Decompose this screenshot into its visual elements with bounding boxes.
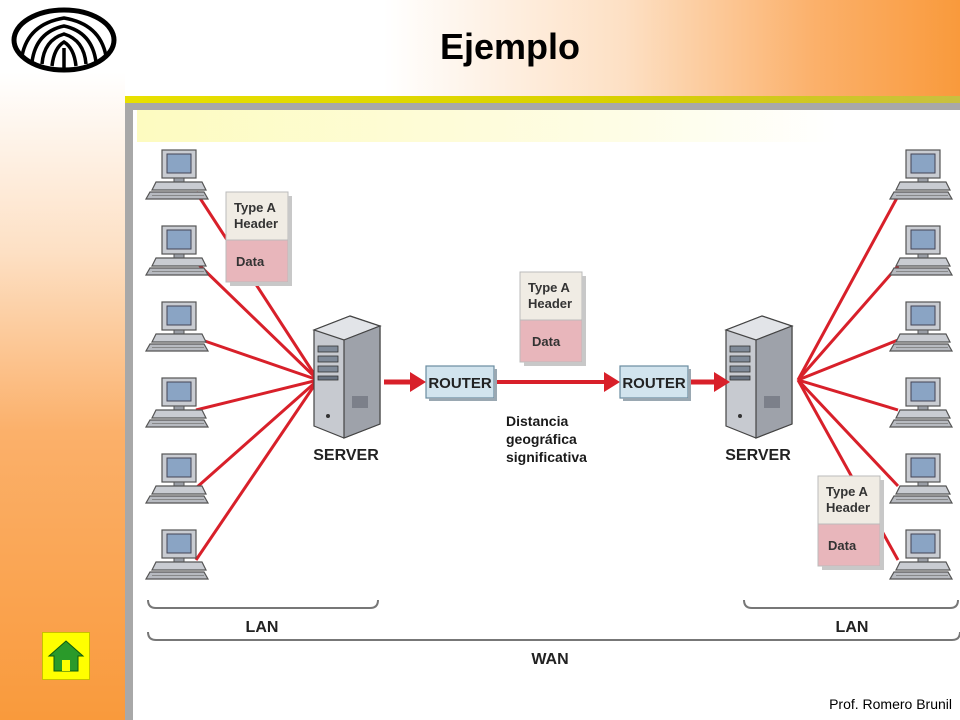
lan-wan-brackets <box>147 599 960 641</box>
computer-icon <box>889 453 953 504</box>
computer-icon <box>889 225 953 276</box>
computer-icon <box>145 225 209 276</box>
left-gradient-band <box>0 0 125 720</box>
left-server-icon <box>313 315 381 439</box>
packet-header-line2: Header <box>234 216 278 231</box>
university-logo-icon <box>11 7 117 73</box>
computer-icon <box>145 301 209 352</box>
right-lan-label: LAN <box>836 619 869 636</box>
distance-note-line: Distancia <box>506 413 569 429</box>
home-button[interactable] <box>42 632 90 680</box>
packet-data-label: Data <box>532 334 561 349</box>
distance-note-line: significativa <box>506 449 587 465</box>
computer-icon <box>889 377 953 428</box>
packet-data-label: Data <box>828 538 857 553</box>
packet-header-line1: Type A <box>826 484 869 499</box>
packet-header-line2: Header <box>826 500 870 515</box>
top-rule <box>125 96 960 103</box>
left-lan-links <box>194 191 320 561</box>
packet-data-label: Data <box>236 254 265 269</box>
right-computers <box>889 149 953 580</box>
left-computers <box>145 149 209 580</box>
computer-icon <box>889 149 953 200</box>
computer-icon <box>145 453 209 504</box>
packet-header-line1: Type A <box>234 200 277 215</box>
right-server-icon <box>725 315 793 439</box>
packet-center: Type A Header Data <box>519 271 587 367</box>
frame-top-edge <box>133 103 960 110</box>
left-lan-label: LAN <box>246 619 279 636</box>
right-router-label: ROUTER <box>622 375 686 392</box>
packet-left: Type A Header Data <box>225 191 293 287</box>
distance-note-line: geográfica <box>506 431 577 447</box>
left-router-label: ROUTER <box>428 375 492 392</box>
frame-header-strip <box>137 110 837 142</box>
slide-title: Ejemplo <box>439 26 581 67</box>
wan-arrows <box>384 372 730 392</box>
computer-icon <box>145 149 209 200</box>
computer-icon <box>889 529 953 580</box>
packet-right: Type A Header Data <box>817 475 885 571</box>
right-lan-links <box>796 195 900 561</box>
packet-header-line2: Header <box>528 296 572 311</box>
left-server-label: SERVER <box>313 447 379 464</box>
footer-author: Prof. Romero Brunil <box>829 696 952 712</box>
computer-icon <box>145 377 209 428</box>
distance-note: Distancia geográfica significativa <box>506 412 587 466</box>
computer-icon <box>889 301 953 352</box>
frame-left-edge <box>125 103 133 720</box>
right-server-label: SERVER <box>725 447 791 464</box>
wan-label: WAN <box>531 651 568 668</box>
packet-header-line1: Type A <box>528 280 571 295</box>
home-icon <box>47 640 85 672</box>
